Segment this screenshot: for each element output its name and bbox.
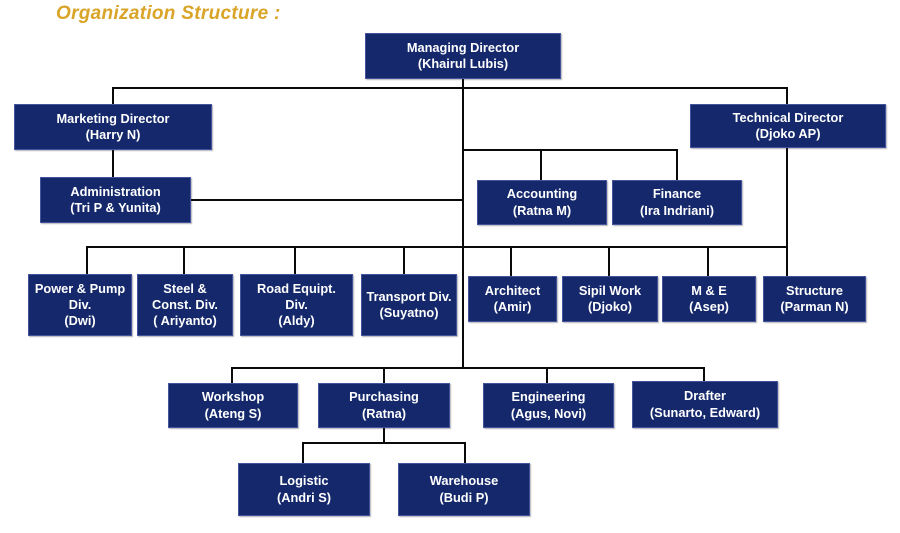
node-person: (Suyatno) (379, 305, 439, 320)
connector-technical-structure (786, 148, 788, 277)
node-role: Structure (786, 282, 843, 298)
org-node-road-equipt-div: Road Equipt. Div. (Aldy) (240, 274, 353, 336)
connector-marketing-admin (112, 150, 114, 178)
node-person: (Ira Indriani) (640, 202, 714, 218)
connector-director-rail (112, 87, 788, 89)
org-node-architect: Architect (Amir) (468, 276, 557, 322)
node-person: (Sunarto, Edward) (649, 404, 761, 420)
connector-engineering-drop (546, 367, 548, 384)
org-node-marketing-director: Marketing Director (Harry N) (14, 104, 212, 150)
org-node-drafter: Drafter (Sunarto, Edward) (632, 381, 778, 428)
node-role: Transport Div. (366, 288, 452, 304)
node-role: Finance (652, 186, 702, 202)
org-node-warehouse: Warehouse (Budi P) (398, 463, 530, 516)
connector-support-rail (231, 367, 705, 369)
node-role: Managing Director (406, 39, 520, 55)
node-role: Sipil Work (578, 282, 642, 298)
connector-powerpump-drop (86, 246, 88, 275)
connector-purchasing-drop (383, 367, 385, 384)
connector-workshop-drop (231, 367, 233, 384)
connector-warehouse-drop (464, 442, 466, 464)
node-person: (Ateng S) (204, 405, 262, 421)
connector-architect-drop (510, 246, 512, 277)
node-role: Engineering (511, 389, 586, 405)
node-role: Accounting (506, 186, 578, 202)
node-person: (Ratna) (361, 405, 407, 421)
node-person: (Asep) (689, 299, 729, 314)
node-person: (Djoko AP) (755, 126, 821, 141)
node-role: M & E (691, 282, 727, 298)
node-person: (Dwi) (64, 313, 96, 329)
page-title: Organization Structure : (56, 3, 281, 24)
org-node-purchasing: Purchasing (Ratna) (318, 383, 450, 428)
node-person: (Tri P & Yunita) (70, 200, 161, 215)
node-role: Purchasing (349, 389, 419, 405)
node-role: Architect (484, 282, 541, 298)
node-person: (Djoko) (587, 299, 633, 314)
node-person: (Khairul Lubis) (417, 56, 509, 71)
connector-me-drop (707, 246, 709, 277)
node-person: (Andri S) (276, 489, 332, 505)
org-node-accounting: Accounting (Ratna M) (477, 180, 607, 225)
connector-admin-spine (190, 199, 464, 201)
org-node-administration: Administration (Tri P & Yunita) (40, 177, 191, 223)
node-role: Technical Director (732, 109, 844, 125)
connector-drafter-drop (703, 367, 705, 384)
org-node-power-pump-div: Power & Pump Div. (Dwi) (28, 274, 132, 336)
node-role: Drafter (684, 388, 726, 404)
connector-finance-drop (676, 149, 678, 180)
node-person: (Agus, Novi) (510, 405, 587, 421)
node-role: Logistic (279, 473, 329, 489)
org-node-managing-director: Managing Director (Khairul Lubis) (365, 33, 561, 79)
node-person: (Parman N) (780, 299, 849, 314)
connector-finance-rail (462, 149, 678, 151)
node-person: (Aldy) (278, 313, 315, 329)
connector-steel-drop (183, 246, 185, 275)
node-person: (Harry N) (85, 127, 141, 142)
connector-sipil-drop (608, 246, 610, 277)
connector-accounting-drop (540, 149, 542, 180)
node-role: Marketing Director (56, 110, 170, 126)
node-person: (Budi P) (439, 489, 489, 505)
connector-md-drop (462, 79, 464, 89)
node-role: Steel & Const. Div. (152, 280, 218, 312)
org-node-logistic: Logistic (Andri S) (238, 463, 370, 516)
org-node-engineering: Engineering (Agus, Novi) (483, 383, 614, 428)
node-role: Power & Pump Div. (34, 280, 126, 312)
node-role: Warehouse (429, 473, 499, 489)
node-person: (Amir) (493, 299, 532, 314)
node-role: Road Equipt. Div. (257, 280, 336, 312)
connector-road-drop (294, 246, 296, 275)
connector-logistic-drop (302, 442, 304, 464)
node-person: (Ratna M) (512, 202, 572, 218)
org-node-finance: Finance (Ira Indriani) (612, 180, 742, 225)
connector-central-spine (462, 87, 464, 369)
org-node-steel-const-div: Steel & Const. Div. ( Ariyanto) (137, 274, 233, 336)
connector-purchasing-down (383, 427, 385, 444)
connector-transport-drop (403, 246, 405, 275)
node-role: Workshop (201, 389, 265, 405)
org-node-technical-director: Technical Director (Djoko AP) (690, 104, 886, 148)
node-role: Administration (70, 183, 161, 199)
node-person: ( Ariyanto) (153, 313, 217, 329)
connector-logistics-rail (302, 442, 466, 444)
connector-technical-drop (786, 87, 788, 105)
org-node-m-and-e: M & E (Asep) (662, 276, 756, 322)
org-node-structure: Structure (Parman N) (763, 276, 866, 322)
connector-marketing-drop (112, 87, 114, 105)
org-node-workshop: Workshop (Ateng S) (168, 383, 298, 428)
connector-division-rail (86, 246, 788, 248)
org-node-sipil-work: Sipil Work (Djoko) (562, 276, 658, 322)
org-node-transport-div: Transport Div. (Suyatno) (361, 274, 457, 336)
